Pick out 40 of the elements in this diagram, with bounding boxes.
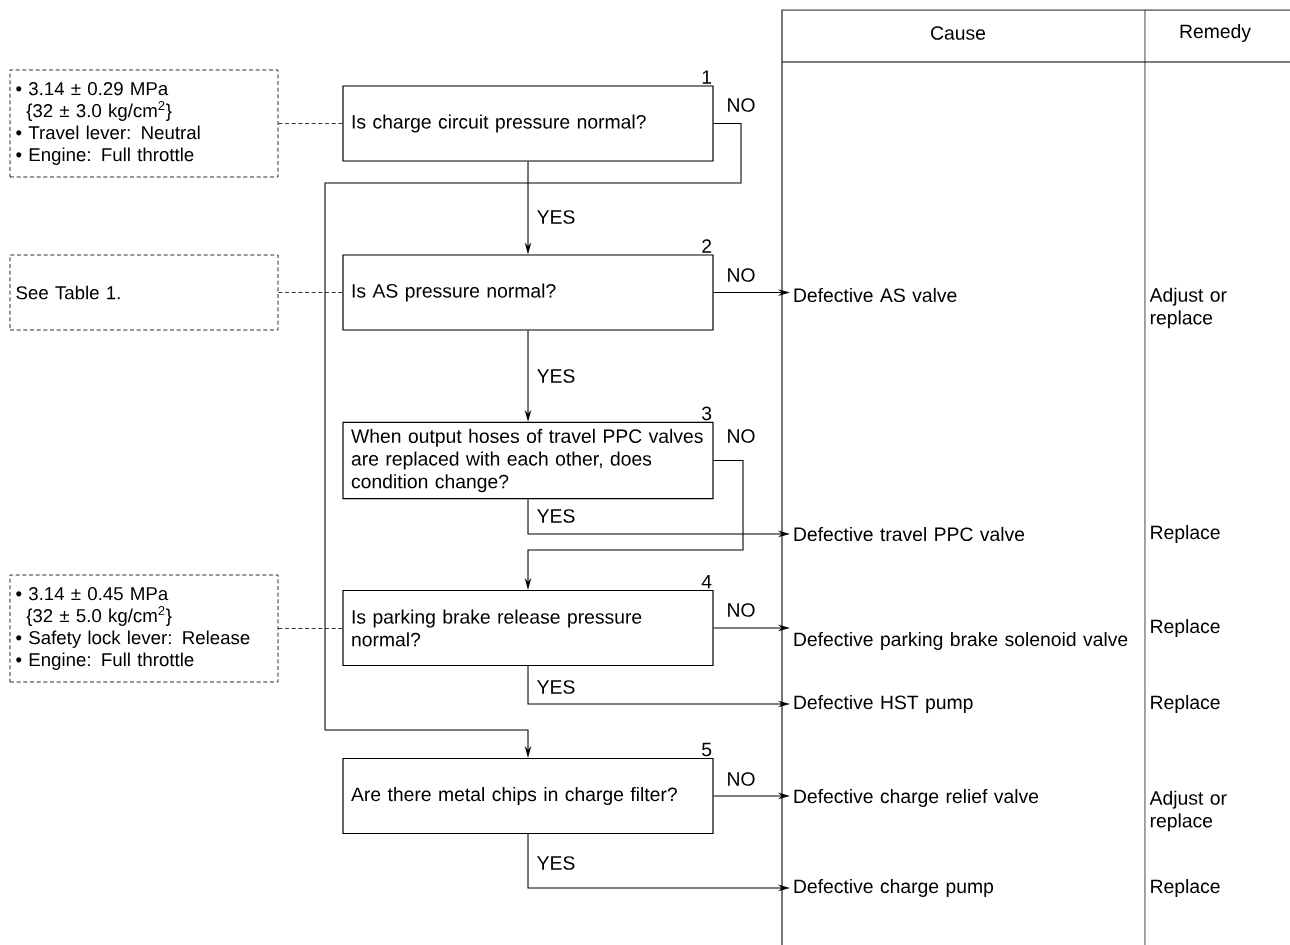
cause-text: Defective parking brake solenoid valve [794,632,1128,650]
remedy-text: Replace [1151,619,1220,637]
note-box: • 3.14 ± 0.29 MPa {32 ± 3.0 kg/cm$^{2}$} • Travel lever: Neutral • Engine: Full throttle [9,69,279,178]
cause-text: Defective AS valve [794,287,957,303]
question-box: Is charge circuit pressure normal? [342,85,714,162]
question-box: Is AS pressure normal? [342,254,714,331]
leader-line [278,292,343,293]
edge-label: NO [725,601,757,619]
edge-label: YES [535,854,577,872]
remedy-text: Adjust or replace [1149,790,1227,832]
edge-label: NO [725,427,757,445]
edge-label: YES [535,507,577,525]
note-box: See Table 1. [9,254,279,331]
column-header: Cause [931,26,986,40]
column-header: Remedy [1180,24,1251,42]
note-box: • 3.14 ± 0.45 MPa {32 ± 5.0 kg/cm$^{2}$} • Safety lock lever: Release • Engine: Full throttle [9,574,279,683]
leader-line [278,123,343,124]
cause-text: Defective HST pump [794,695,973,713]
step-number: 2 [702,239,712,253]
cause-text: Defective charge relief valve [794,789,1039,807]
edge-label: YES [535,367,577,385]
edge-label: YES [535,208,577,226]
remedy-text: Replace [1151,879,1220,897]
step-number: 1 [702,70,712,84]
edge-label: YES [535,678,577,696]
leader-line [278,628,343,629]
question-box: Are there metal chips in charge filter? [342,757,714,835]
remedy-text: Adjust or replace [1149,287,1227,329]
step-number: 3 [702,406,712,421]
step-number: 4 [701,575,712,589]
step-number: 5 [702,742,712,757]
edge-label: NO [725,770,757,788]
remedy-text: Replace [1151,525,1220,543]
edge-label: NO [725,96,757,114]
remedy-text: Replace [1151,695,1220,713]
edge-label: NO [725,266,757,284]
cause-text: Defective charge pump [794,879,994,897]
cause-text: Defective travel PPC valve [794,526,1025,542]
question-box: When output hoses of travel PPC valves are replaced with each other, does condition change? [342,421,714,500]
question-box: Is parking brake release pressure normal? [342,589,714,667]
